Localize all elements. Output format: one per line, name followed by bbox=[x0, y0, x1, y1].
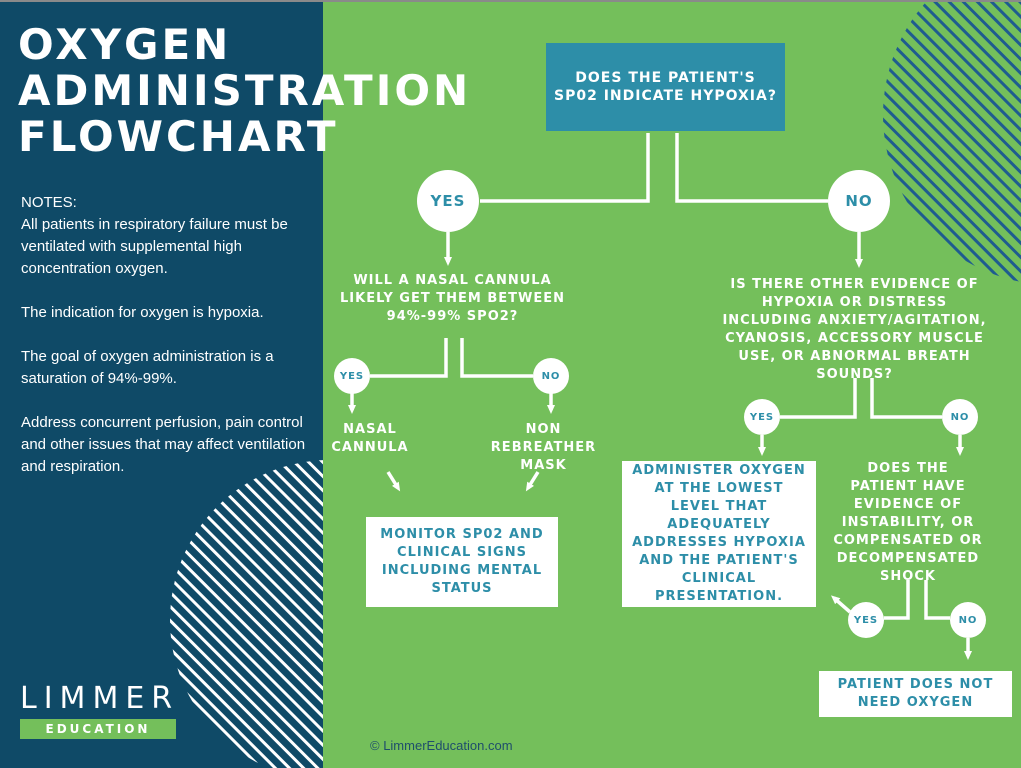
non-rebreather-label: NON REBREATHER MASK bbox=[490, 422, 597, 473]
top-border bbox=[0, 0, 1021, 2]
no-oxygen-box: PATIENT DOES NOT NEED OXYGEN bbox=[819, 671, 1012, 717]
nasal-cannula-label: NASAL CANNULA bbox=[331, 422, 409, 455]
connector-q2-yes bbox=[780, 378, 857, 419]
yes-circle: YES bbox=[417, 170, 479, 232]
evidence-yes-circle: YES bbox=[744, 399, 780, 435]
note-4: Address concurrent perfusion, pain contr… bbox=[21, 414, 306, 475]
connector-q1-no bbox=[460, 338, 533, 378]
evidence-no-circle: NO bbox=[942, 399, 978, 435]
connector-q1-yes bbox=[370, 338, 448, 378]
page-title-line-3: FLOWCHART bbox=[18, 112, 339, 161]
connector-q3-yes-out bbox=[830, 595, 852, 614]
shock-question: DOES THE PATIENT HAVE EVIDENCE OF INSTAB… bbox=[833, 461, 983, 584]
decorative-stripes bbox=[883, 0, 1021, 282]
nasal-cannula-question: WILL A NASAL CANNULA LIKELY GET THEM BET… bbox=[340, 273, 565, 324]
notes-section: NOTES: All patients in respiratory failu… bbox=[21, 192, 311, 500]
note-3: The goal of oxygen administration is a s… bbox=[21, 348, 274, 387]
connector-start-no bbox=[675, 133, 828, 203]
logo-subtext: EDUCATION bbox=[20, 719, 176, 739]
note-2: The indication for oxygen is hypoxia. bbox=[21, 304, 264, 321]
connector-q3-yes bbox=[884, 580, 910, 620]
monitor-box: MONITOR SP02 AND CLINICAL SIGNS INCLUDIN… bbox=[366, 517, 558, 607]
shock-no-circle: NO bbox=[950, 602, 986, 638]
decorative-stripes bbox=[170, 460, 323, 768]
start-question-box: DOES THE PATIENT'S SP02 INDICATE HYPOXIA… bbox=[546, 43, 785, 131]
note-1: All patients in respiratory failure must… bbox=[21, 216, 288, 277]
page-title-line-2: ADMINISTRATION bbox=[18, 66, 472, 115]
administer-oxygen-box: ADMINISTER OXYGEN AT THE LOWEST LEVEL TH… bbox=[622, 461, 816, 607]
page-title-line-1: OXYGEN bbox=[18, 20, 232, 69]
nasal-no-circle: NO bbox=[533, 358, 569, 394]
connector-nrb-to-monitor bbox=[525, 471, 540, 492]
nasal-yes-circle: YES bbox=[334, 358, 370, 394]
connector-nasal-to-monitor bbox=[386, 471, 401, 492]
evidence-question: IS THERE OTHER EVIDENCE OF HYPOXIA OR DI… bbox=[722, 277, 987, 382]
connector-start-yes bbox=[480, 133, 650, 203]
connector-q3-no bbox=[924, 580, 950, 620]
connector-q2-no bbox=[870, 378, 942, 419]
notes-heading: NOTES: bbox=[21, 194, 77, 211]
no-circle: NO bbox=[828, 170, 890, 232]
logo-text: LIMMER bbox=[20, 681, 180, 716]
copyright-credit: © LimmerEducation.com bbox=[370, 738, 513, 753]
shock-yes-circle: YES bbox=[848, 602, 884, 638]
left-panel bbox=[0, 0, 323, 768]
